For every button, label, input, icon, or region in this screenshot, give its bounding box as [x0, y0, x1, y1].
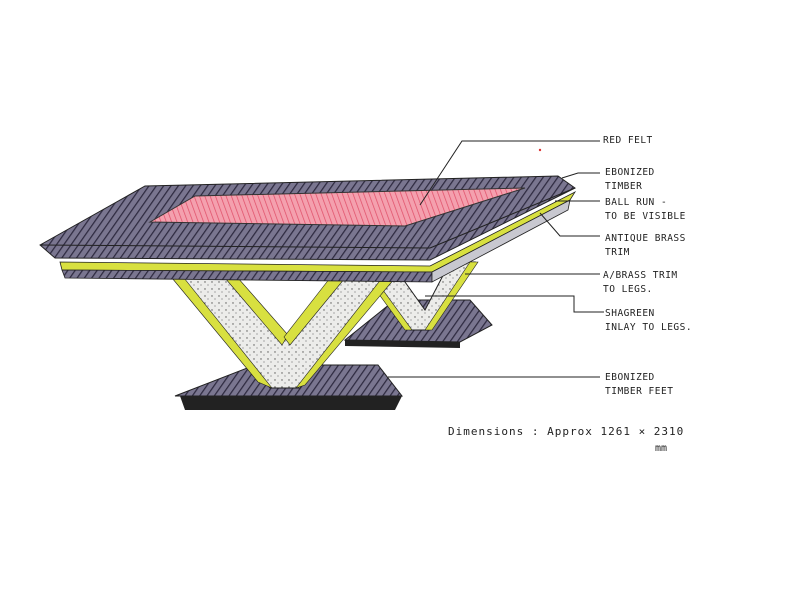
- dimensions-unit: mm: [655, 443, 668, 454]
- label-line: to legs.: [603, 284, 653, 295]
- label-line: inlay to legs.: [605, 322, 693, 333]
- label-line: To be visible: [605, 211, 686, 222]
- label-red-felt: Red Felt: [603, 134, 653, 148]
- label-ball-run: Ball Run - To be visible: [605, 196, 686, 224]
- label-line: Ball Run -: [605, 197, 668, 208]
- red-felt-surface: [148, 187, 526, 227]
- label-brass-trim-legs: A/Brass Trim to legs.: [603, 269, 678, 297]
- table-top: [39, 175, 577, 283]
- label-line: Timber Feet: [605, 386, 674, 397]
- label-line: Trim: [605, 247, 630, 258]
- label-line: Shagreen: [605, 308, 655, 319]
- label-ebonized-feet: EbonizedTimber Feet: [605, 371, 673, 399]
- front-leg: [171, 277, 396, 389]
- leader-lines: [388, 140, 604, 378]
- label-line: Ebonized: [605, 372, 655, 383]
- label-antique-brass-trim: Antique BrassTrim: [605, 232, 686, 260]
- label-line: Red Felt: [603, 135, 653, 146]
- label-line: A/Brass Trim: [603, 270, 678, 281]
- label-shagreen-inlay: Shagreen inlay to legs.: [605, 307, 692, 335]
- label-line: Timber: [605, 181, 643, 192]
- label-line: Antique Brass: [605, 233, 686, 244]
- label-line: Ebonized: [605, 167, 655, 178]
- dimensions-text: Dimensions : Approx 1261 × 2310: [448, 425, 685, 438]
- label-ebonized-timber: EbonizedTimber: [605, 166, 655, 194]
